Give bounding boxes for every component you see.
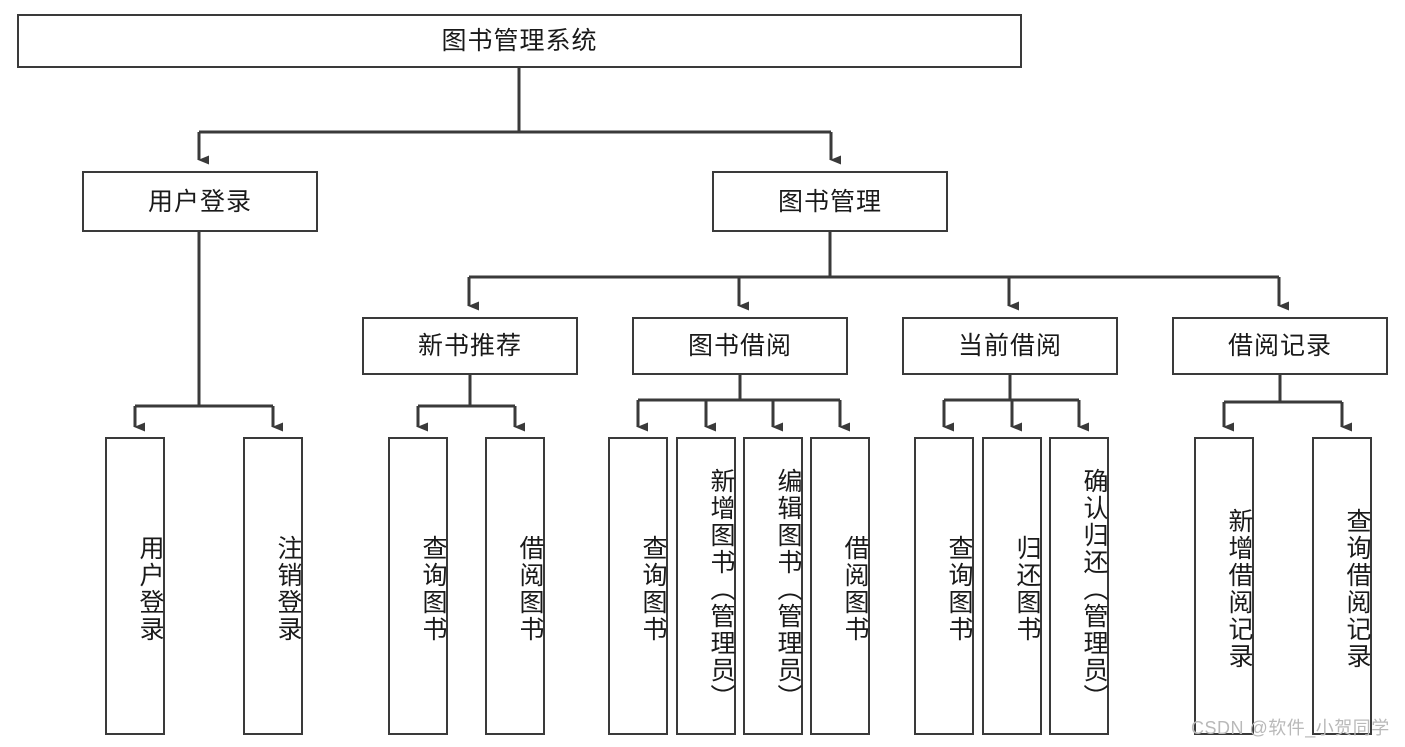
node-leaf-query-book-rec[interactable]: 查询图书 bbox=[388, 437, 448, 735]
node-leaf-user-login-label: 用户登录 bbox=[136, 535, 164, 643]
node-user-login[interactable]: 用户登录 bbox=[82, 171, 318, 232]
node-root[interactable]: 图书管理系统 bbox=[17, 14, 1022, 68]
node-book-borrow-label: 图书借阅 bbox=[687, 332, 792, 360]
node-leaf-add-book[interactable]: 新增图书（管理员） bbox=[676, 437, 736, 735]
node-book-manage-label: 图书管理 bbox=[777, 187, 882, 216]
node-leaf-confirm-return-label: 确认归还（管理员） bbox=[1080, 467, 1108, 711]
node-current-borrow-label: 当前借阅 bbox=[957, 332, 1062, 360]
node-leaf-add-borrow-record[interactable]: 新增借阅记录 bbox=[1194, 437, 1254, 735]
node-leaf-borrow-book[interactable]: 借阅图书 bbox=[810, 437, 870, 735]
node-leaf-return-book[interactable]: 归还图书 bbox=[982, 437, 1042, 735]
node-book-borrow[interactable]: 图书借阅 bbox=[632, 317, 848, 375]
node-user-login-label: 用户登录 bbox=[147, 187, 252, 216]
node-leaf-edit-book[interactable]: 编辑图书（管理员） bbox=[743, 437, 803, 735]
node-leaf-borrow-book-rec-label: 借阅图书 bbox=[516, 535, 544, 643]
node-leaf-edit-book-label: 编辑图书（管理员） bbox=[774, 467, 802, 711]
node-leaf-user-logout-label: 注销登录 bbox=[274, 535, 302, 643]
node-leaf-query-borrow-record[interactable]: 查询借阅记录 bbox=[1312, 437, 1372, 735]
node-leaf-add-borrow-record-label: 新增借阅记录 bbox=[1225, 508, 1253, 670]
node-borrow-record-label: 借阅记录 bbox=[1227, 332, 1332, 360]
node-leaf-query-book-current-label: 查询图书 bbox=[945, 535, 973, 643]
node-leaf-query-book-borrow-label: 查询图书 bbox=[639, 535, 667, 643]
node-leaf-query-book-borrow[interactable]: 查询图书 bbox=[608, 437, 668, 735]
node-new-book-rec-label: 新书推荐 bbox=[417, 332, 522, 360]
node-leaf-borrow-book-label: 借阅图书 bbox=[841, 535, 869, 643]
csdn-watermark: CSDN @软件_小贺同学 bbox=[1191, 718, 1390, 738]
node-leaf-query-borrow-record-label: 查询借阅记录 bbox=[1343, 508, 1371, 670]
node-leaf-query-book-current[interactable]: 查询图书 bbox=[914, 437, 974, 735]
node-leaf-user-logout[interactable]: 注销登录 bbox=[243, 437, 303, 735]
node-leaf-add-book-label: 新增图书（管理员） bbox=[707, 467, 735, 711]
node-root-label: 图书管理系统 bbox=[441, 27, 598, 55]
node-borrow-record[interactable]: 借阅记录 bbox=[1172, 317, 1388, 375]
node-leaf-query-book-rec-label: 查询图书 bbox=[419, 535, 447, 643]
node-leaf-confirm-return[interactable]: 确认归还（管理员） bbox=[1049, 437, 1109, 735]
node-leaf-return-book-label: 归还图书 bbox=[1013, 535, 1041, 643]
node-book-manage[interactable]: 图书管理 bbox=[712, 171, 948, 232]
node-current-borrow[interactable]: 当前借阅 bbox=[902, 317, 1118, 375]
node-leaf-user-login[interactable]: 用户登录 bbox=[105, 437, 165, 735]
node-new-book-rec[interactable]: 新书推荐 bbox=[362, 317, 578, 375]
node-leaf-borrow-book-rec[interactable]: 借阅图书 bbox=[485, 437, 545, 735]
